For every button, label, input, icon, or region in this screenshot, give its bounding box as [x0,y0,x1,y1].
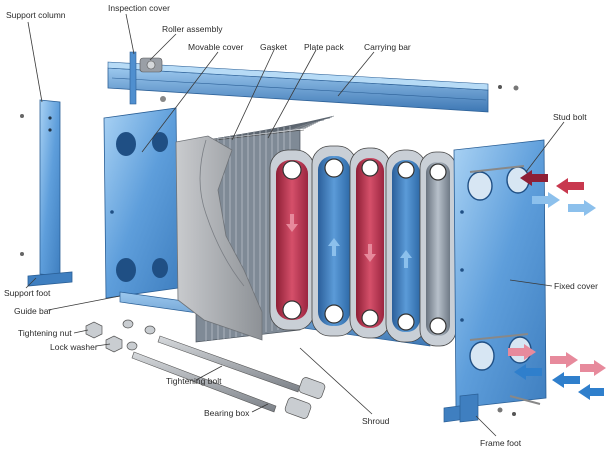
label-gasket: Gasket [260,42,288,52]
blue-flow-arrow-icon [532,192,560,208]
red-flow-arrow-icon [556,178,584,194]
label-tightening-nut: Tightening nut [18,328,72,338]
label-movable-cover: Movable cover [188,42,243,52]
red-flow-arrow-icon [508,344,536,360]
plate-blue-2 [385,149,427,343]
label-stud-bolt: Stud bolt [553,112,587,122]
plate-pack [195,115,457,347]
red-flow-arrow-icon [364,244,376,262]
label-frame-foot: Frame foot [480,438,522,448]
label-plate-pack: Plate pack [304,42,344,52]
plate-red-2 [349,147,391,339]
label-tightening-bolt: Tightening bolt [166,376,222,386]
label-guide-bar: Guide bar [14,306,51,316]
labels: Support column Inspection cover Roller a… [4,3,598,448]
port-flow-arrows [508,170,606,400]
carrying-bar [107,61,519,113]
bearing-boxes [284,377,326,419]
label-roller-assembly: Roller assembly [162,24,223,34]
red-flow-arrow-icon [550,352,578,368]
fixed-cover [443,139,547,423]
support-column [20,99,73,287]
roller-assembly [139,57,163,73]
leader-lines [25,13,565,437]
blue-flow-arrow-icon [552,372,580,388]
red-flow-arrow-icon [580,360,606,376]
label-fixed-cover: Fixed cover [554,281,598,291]
frame-foot [459,393,516,423]
label-support-column: Support column [6,10,66,20]
label-shroud: Shroud [362,416,390,426]
plate-gray-end [419,151,457,347]
blue-flow-arrow-icon [328,238,340,256]
label-bearing-box: Bearing box [204,408,250,418]
label-carrying-bar: Carrying bar [364,42,411,52]
label-lock-washer: Lock washer [50,342,98,352]
blue-flow-arrow-icon [578,384,604,400]
lock-washers [122,319,156,351]
red-flow-arrow-icon [520,170,548,186]
shroud [175,135,263,341]
tightening-nuts [85,321,123,353]
label-inspection-cover: Inspection cover [108,3,170,13]
inspection-cover [129,51,166,105]
stud-bolts [469,165,541,405]
blue-flow-arrow-icon [400,250,412,268]
label-support-foot: Support foot [4,288,51,298]
red-flow-arrow-icon [286,214,298,232]
blue-flow-arrow-icon [514,364,542,380]
movable-cover [103,107,179,299]
tightening-bolts [131,335,301,413]
blue-flow-arrow-icon [568,200,596,216]
plate-red-1 [269,149,315,331]
